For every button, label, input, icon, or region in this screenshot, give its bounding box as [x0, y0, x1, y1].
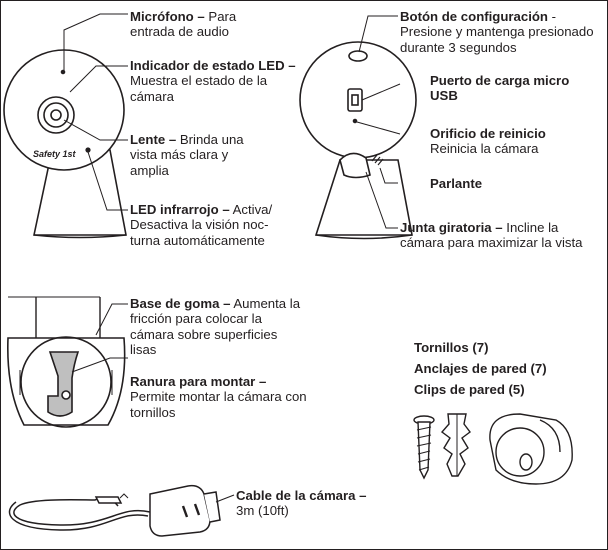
- label-swivel-joint-title: Junta giratoria –: [400, 220, 503, 235]
- label-led-indicator-title: Indicador de estado LED –: [130, 58, 296, 73]
- adapter-prong-icon: [181, 505, 189, 518]
- label-mount-slot-title: Ranura para montar –: [130, 374, 267, 389]
- label-camera-cable-title: Cable de la cámara –: [236, 488, 367, 503]
- label-mount-slot-desc: Permite montar la cámara con tornillos: [130, 389, 307, 420]
- camera-front-stand-base: [33, 234, 127, 239]
- reset-hole-icon: [352, 118, 358, 124]
- camera-back-stand-base: [315, 234, 413, 240]
- wall-clip-icon: [489, 413, 573, 485]
- label-lens-title: Lente –: [130, 132, 177, 147]
- label-config-button-title: Botón de configuración: [400, 9, 548, 24]
- label-rubber-base: Base de goma – Aumenta la fricción para …: [130, 296, 306, 358]
- mount-slot-icon: [47, 351, 80, 417]
- base-vents-icon: [19, 370, 113, 395]
- camera-back-stand: [314, 159, 413, 236]
- label-microphone: Micrófono – Para entrada de audio: [130, 9, 280, 40]
- camera-front-stand: [33, 149, 127, 236]
- label-camera-cable: Cable de la cámara – 3m (10ft): [236, 488, 376, 519]
- config-button-icon: [348, 50, 368, 62]
- adapter-prong-icon: [193, 503, 201, 516]
- label-usb-port: Puerto de carga micro USB: [430, 73, 580, 104]
- label-lens: Lente – Brinda una vista más clara y amp…: [130, 132, 270, 178]
- label-speaker-title: Parlante: [430, 176, 483, 191]
- label-reset-hole: Orificio de reinicio Reinicia la cámara: [430, 126, 590, 157]
- screw-icon: [413, 415, 435, 480]
- label-config-button: Botón de configuración - Presione y mant…: [400, 9, 600, 55]
- label-speaker: Parlante: [430, 176, 550, 191]
- label-ir-led: LED infrarrojo – Activa/ Desactiva la vi…: [130, 202, 288, 248]
- label-ir-led-title: LED infrarrojo –: [130, 202, 230, 217]
- safety-logo: Safety 1st: [33, 149, 77, 159]
- label-ir-led-desc: Activa/ Desactiva la visión noc­turna au…: [130, 202, 273, 248]
- front-leaders: [63, 13, 128, 211]
- camera-front: [3, 49, 127, 239]
- base-leaders: [71, 303, 128, 373]
- accessory-screws: Tornillos (7): [414, 340, 489, 355]
- accessory-wall-anchors: Anclajes de pared (7): [414, 361, 547, 376]
- label-microphone-title: Micrófono –: [130, 9, 205, 24]
- cable-leader: [215, 494, 235, 503]
- label-lens-desc: Brinda una vista más clara y amplia: [130, 132, 244, 178]
- label-usb-port-title: Puerto de carga micro USB: [430, 73, 570, 104]
- power-adapter-icon: [149, 484, 211, 537]
- label-led-indicator: Indicador de estado LED – Muestra el est…: [130, 58, 306, 104]
- label-rubber-base-title: Base de goma –: [130, 296, 231, 311]
- label-reset-hole-title: Orificio de reinicio: [430, 126, 546, 141]
- label-mount-slot: Ranura para montar – Permite montar la c…: [130, 374, 312, 420]
- label-microphone-desc: Para entrada de audio: [130, 9, 237, 40]
- label-led-indicator-desc: Muestra el estado de la cámara: [130, 73, 268, 104]
- label-rubber-base-desc: Aumenta la fricción para colocar la cáma…: [130, 296, 301, 358]
- base-circle-icon: [20, 336, 112, 428]
- camera-back: [299, 41, 417, 240]
- back-leaders: [356, 15, 401, 229]
- mount-slot-hole-icon: [61, 390, 71, 400]
- camera-base-detail: [7, 296, 126, 428]
- label-config-button-desc: - Presione y mantenga presio­nado durant…: [400, 9, 594, 55]
- lens-inner-icon: [43, 102, 69, 128]
- speaker-grille-icon: [371, 154, 384, 166]
- lens-ring-icon: [37, 96, 75, 134]
- label-swivel-joint: Junta giratoria – Incline la cámara para…: [400, 220, 600, 251]
- usb-port-inner-icon: [351, 94, 359, 106]
- swivel-joint-icon: [339, 152, 371, 179]
- accessory-wall-clips: Clips de pared (5): [414, 382, 525, 397]
- ir-led-dot-icon: [85, 147, 91, 153]
- label-reset-hole-desc: Reinicia la cámara: [430, 141, 539, 157]
- lens-center-icon: [50, 109, 62, 121]
- label-swivel-joint-desc: Incline la cámara para maximizar la vist…: [400, 220, 583, 251]
- wall-anchor-icon: [440, 413, 471, 477]
- accessories-list: Tornillos (7) Anclajes de pared (7) Clip…: [414, 337, 547, 400]
- label-camera-cable-desc: 3m (10ft): [236, 503, 289, 519]
- cable-adapter: [8, 484, 221, 537]
